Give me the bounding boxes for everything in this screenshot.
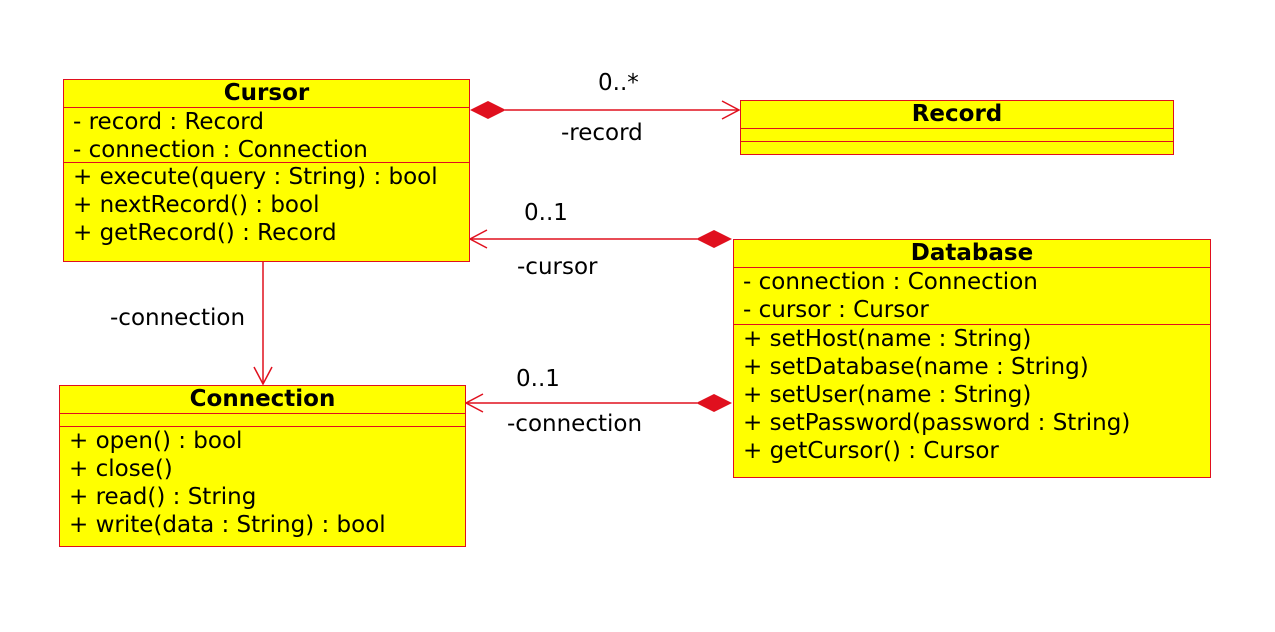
class-name: Connection	[60, 386, 465, 414]
composition-diamond-icon	[696, 230, 732, 248]
operations-section: + open() : bool + close() + read() : Str…	[60, 426, 465, 539]
composition-diamond-icon	[470, 101, 506, 119]
attributes-section: - record : Record - connection : Connect…	[64, 108, 469, 163]
cursor-record-role: -record	[561, 120, 643, 146]
database-cursor-role: -cursor	[517, 254, 598, 280]
operation-row: + read() : String	[69, 484, 257, 510]
operation-row: + nextRecord() : bool	[73, 192, 320, 218]
operation-row: + setHost(name : String)	[743, 326, 1032, 352]
operation-row: + setPassword(password : String)	[743, 410, 1131, 436]
operations-section	[741, 141, 1173, 154]
database-connection-role: -connection	[507, 411, 643, 437]
class-cursor[interactable]: Cursor - record : Record - connection : …	[63, 79, 470, 262]
class-record[interactable]: Record	[740, 100, 1174, 155]
arrowhead-icon	[721, 100, 741, 120]
operation-row: + execute(query : String) : bool	[73, 164, 438, 190]
attributes-section: - connection : Connection - cursor : Cur…	[734, 268, 1210, 324]
operation-row: + open() : bool	[69, 428, 243, 454]
attributes-section	[741, 129, 1173, 141]
cursor-connection-role: -connection	[110, 305, 246, 331]
operation-row: + getCursor() : Cursor	[743, 438, 999, 464]
operations-section: + execute(query : String) : bool + nextR…	[64, 162, 469, 247]
operation-row: + setDatabase(name : String)	[743, 354, 1089, 380]
arrowhead-icon	[468, 229, 488, 249]
cursor-record-association	[470, 100, 741, 120]
operation-row: + write(data : String) : bool	[69, 512, 386, 538]
database-cursor-multiplicity: 0..1	[524, 200, 568, 226]
class-name: Database	[734, 240, 1210, 268]
cursor-connection-association	[253, 262, 273, 386]
attribute-row: - record : Record	[73, 109, 264, 135]
database-connection-multiplicity: 0..1	[516, 366, 560, 392]
arrowhead-icon	[253, 366, 273, 386]
class-connection[interactable]: Connection + open() : bool + close() + r…	[59, 385, 466, 547]
operations-section: + setHost(name : String) + setDatabase(n…	[734, 324, 1210, 465]
database-cursor-association	[468, 229, 732, 249]
attribute-row: - connection : Connection	[743, 269, 1038, 295]
attribute-row: - connection : Connection	[73, 137, 368, 163]
operation-row: + close()	[69, 456, 173, 482]
attribute-row: - cursor : Cursor	[743, 297, 929, 323]
cursor-record-multiplicity: 0..*	[598, 70, 639, 96]
composition-diamond-icon	[696, 394, 732, 412]
arrowhead-icon	[464, 393, 484, 413]
class-name: Cursor	[64, 80, 469, 108]
attributes-section	[60, 414, 465, 426]
operation-row: + getRecord() : Record	[73, 220, 337, 246]
database-connection-association	[464, 393, 732, 413]
class-database[interactable]: Database - connection : Connection - cur…	[733, 239, 1211, 478]
operation-row: + setUser(name : String)	[743, 382, 1032, 408]
class-name: Record	[741, 101, 1173, 129]
